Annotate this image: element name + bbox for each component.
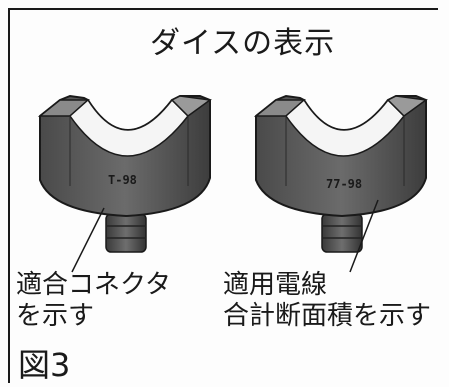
left-die-marking: T-98 — [108, 173, 137, 187]
figure-number: 図3 — [18, 346, 71, 384]
right-die: 77-98 — [253, 94, 428, 273]
right-die-stem — [321, 213, 363, 253]
left-caption-line1: 適合コネクタ — [16, 270, 171, 300]
left-caption: 適合コネクタ を示す — [16, 270, 171, 332]
right-caption-line2: 合計断面積を示す — [223, 301, 432, 331]
left-die: T-98 — [37, 94, 212, 273]
right-leader-line — [349, 199, 379, 273]
right-die-marking: 77-98 — [326, 177, 362, 191]
figure-frame — [8, 8, 438, 383]
right-caption-line1: 適用電線 — [223, 270, 328, 300]
figure-title: ダイスの表示 — [150, 26, 336, 61]
right-caption: 適用電線 合計断面積を示す — [223, 270, 431, 332]
left-die-stem — [105, 213, 147, 253]
left-leader-line — [71, 207, 105, 273]
left-caption-line2: を示す — [16, 301, 95, 331]
